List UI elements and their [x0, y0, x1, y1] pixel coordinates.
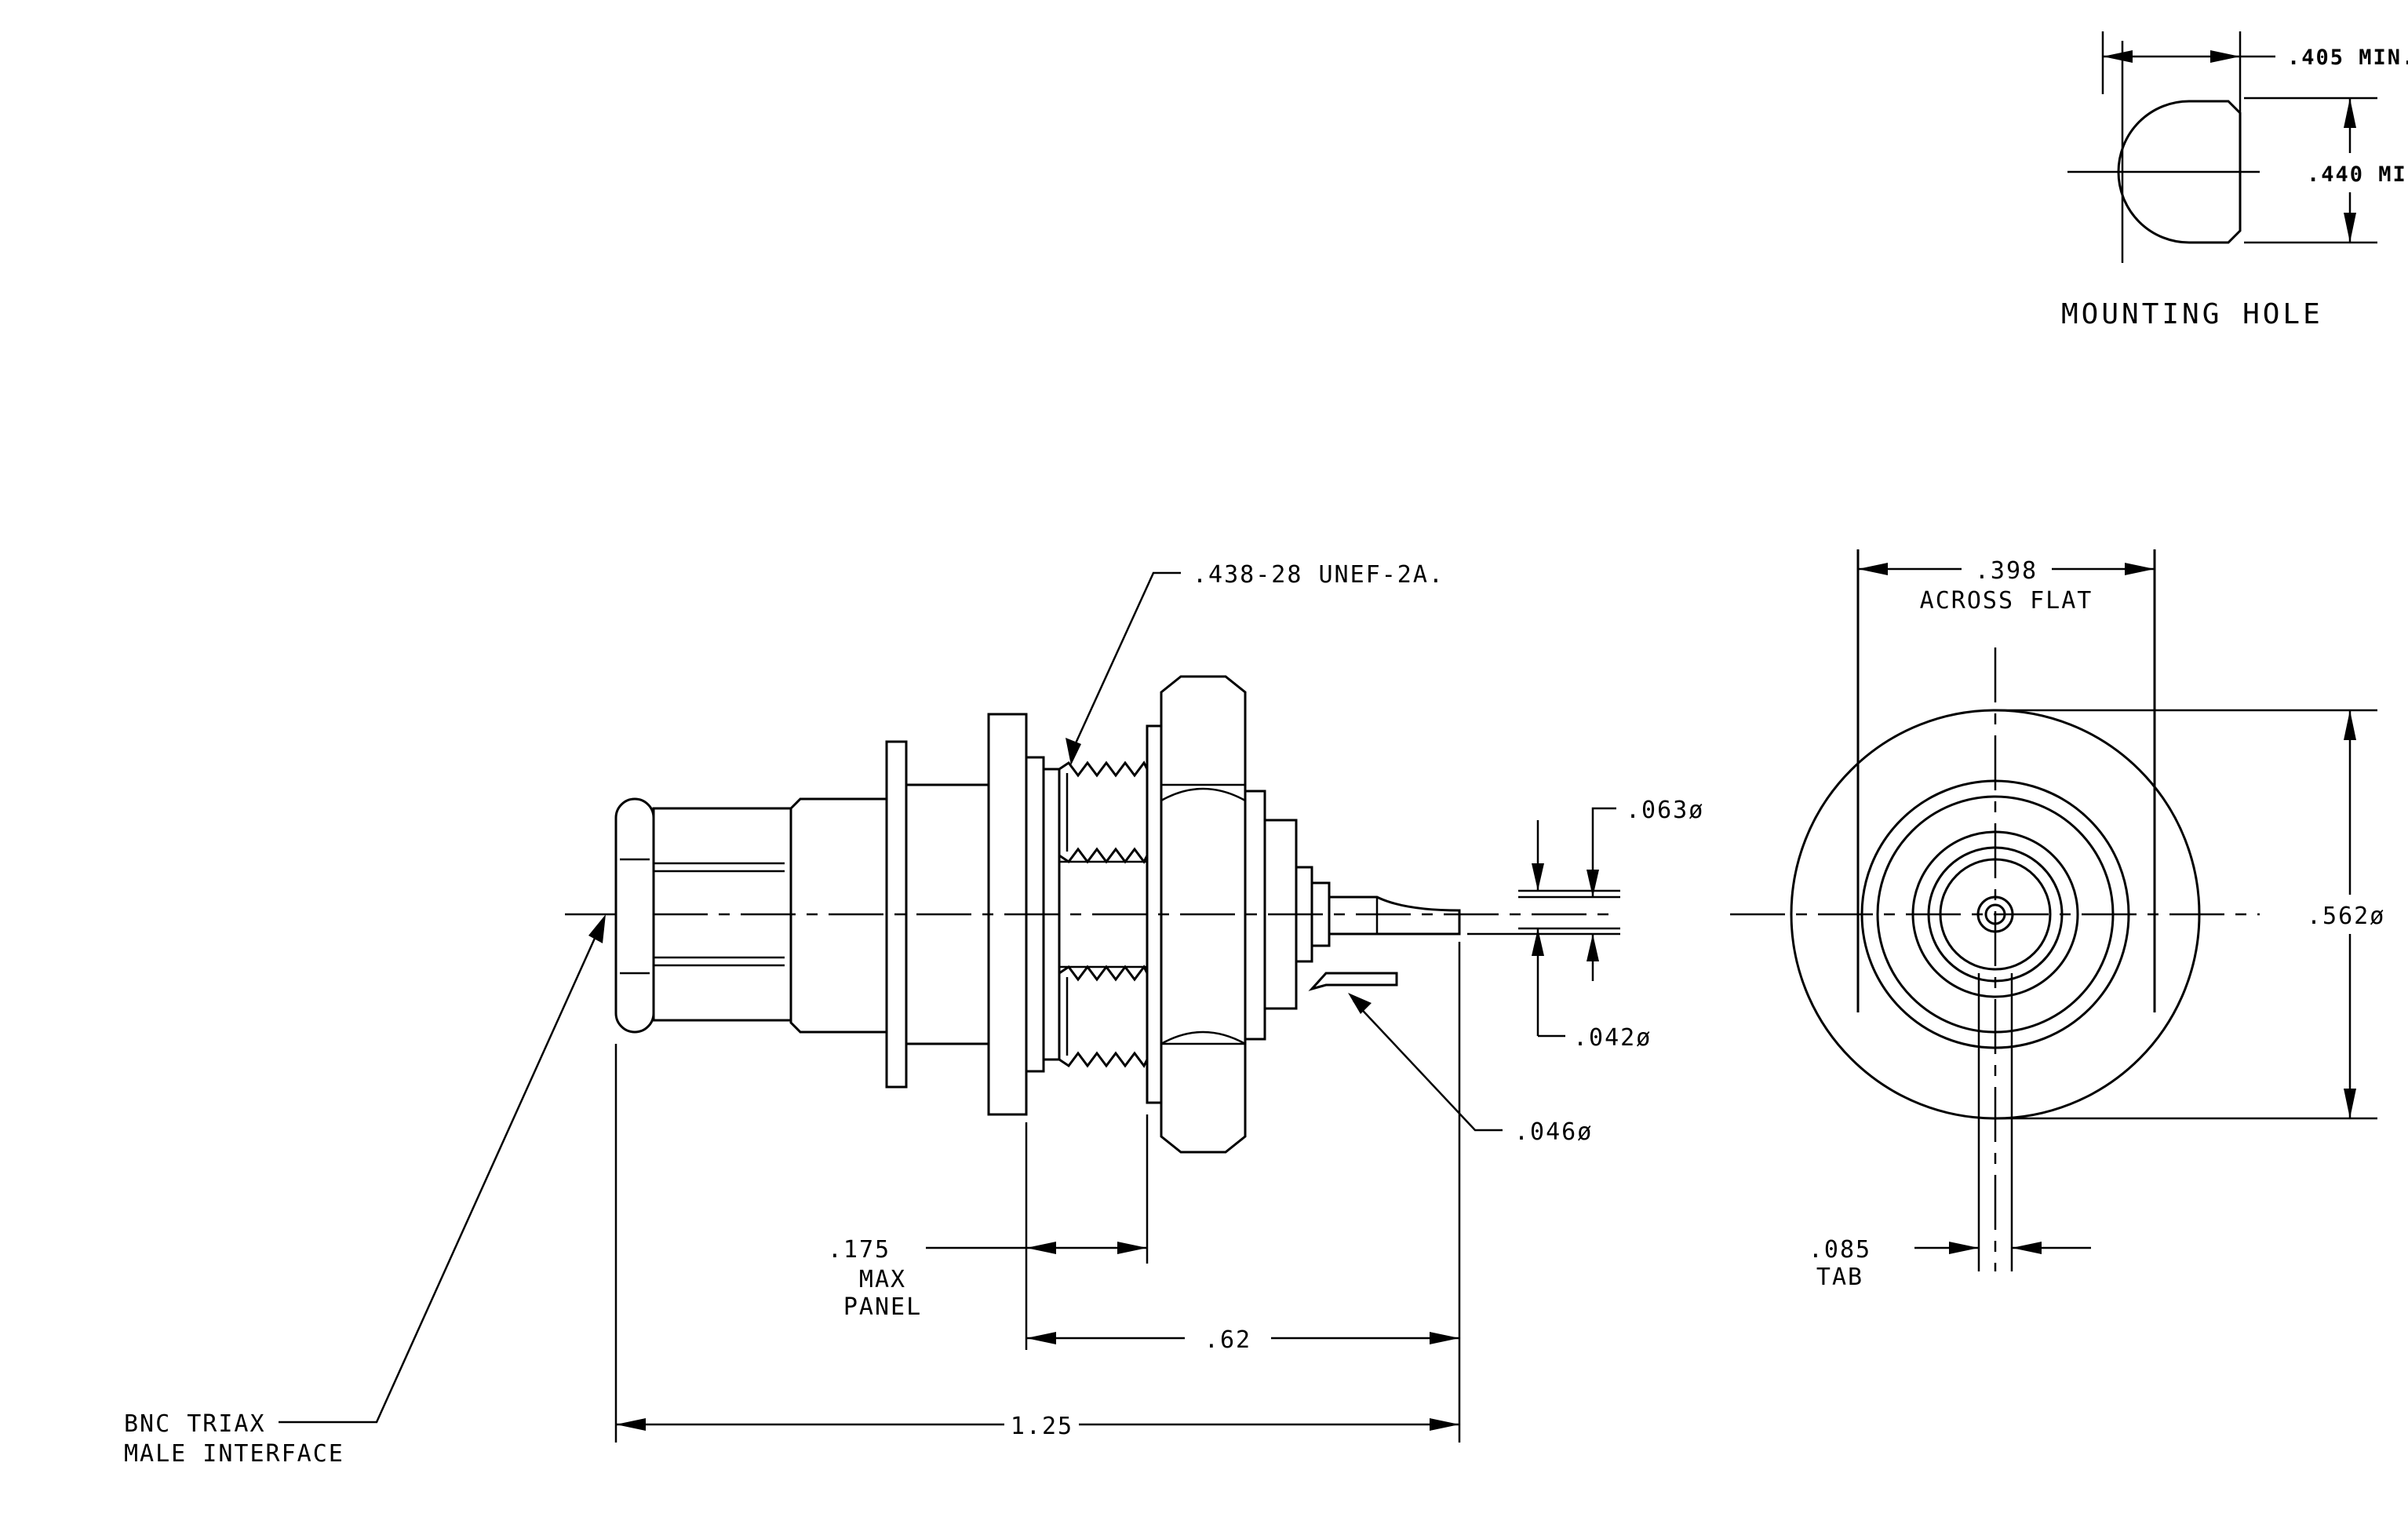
connector-side-view: [565, 675, 1616, 1154]
tab-dim-value: .085: [1809, 1236, 1871, 1264]
dia-046-label: .046ø: [1514, 1118, 1593, 1146]
dia-042-label: .042ø: [1573, 1024, 1652, 1052]
len-125-label: 1.25: [1011, 1413, 1073, 1440]
dia-063-label: .063ø: [1626, 797, 1704, 824]
panel-dim-value: .175: [828, 1236, 891, 1264]
mounting-hole-view: [2067, 31, 2377, 263]
mounting-hole-width-label: .405 MIN.: [2287, 46, 2408, 70]
dia-562-label: .562ø: [2307, 903, 2385, 930]
mounting-hole-height-label: .440 MIN.: [2307, 162, 2408, 187]
len-062-label: .62: [1204, 1326, 1251, 1354]
panel-dim-max: MAX: [859, 1266, 906, 1293]
connector-end-view: [1730, 549, 2377, 1271]
tab-dim-label: TAB: [1816, 1264, 1863, 1291]
flat-dim-label: ACROSS FLAT: [1920, 587, 2093, 615]
mounting-hole-title: MOUNTING HOLE: [2061, 298, 2323, 330]
interface-label-line2: MALE INTERFACE: [124, 1440, 344, 1468]
interface-label-line1: BNC TRIAX: [124, 1410, 266, 1438]
panel-dim-panel: PANEL: [843, 1293, 922, 1321]
flat-dim-value: .398: [1975, 557, 2038, 585]
thread-callout: .438-28 UNEF-2A.: [1193, 561, 1444, 589]
